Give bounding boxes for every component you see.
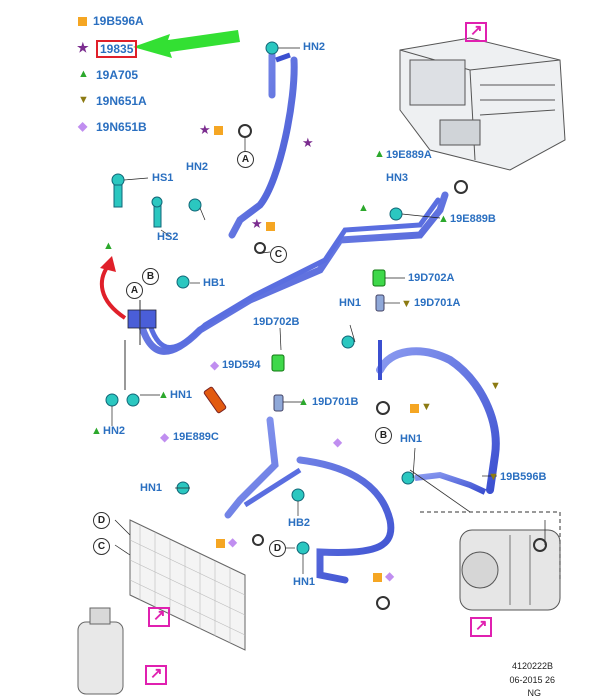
leader-lines [111,47,497,574]
triangle-up-icon [91,425,103,438]
legend-code: 19B596A [93,14,144,28]
label-hn2: HN2 [103,425,126,437]
label-19d702a: 19D702A [408,272,455,284]
manifold-block [124,300,157,390]
label-19d594: 19D594 [222,359,261,371]
triangle-up-icon [358,202,370,215]
external-link-icon[interactable] [148,606,170,627]
star-icon [251,216,264,232]
evaporator-housing [399,37,566,171]
ref-circle-c: C [270,246,287,263]
diamond-icon [385,569,397,583]
label-hn2: HN2 [186,161,209,173]
triangle-down-icon [401,298,413,311]
legend-item: 19B596A [78,12,144,30]
square-icon [216,539,225,548]
external-link-icon[interactable] [465,21,487,42]
legend-code: 19N651B [96,120,147,134]
footer-date: 06-2015 26 [509,675,555,685]
ref-circle-b: B [375,427,392,444]
legend-item: 19A705 [78,66,138,84]
star-icon [302,135,315,151]
green-pointer-arrow [133,30,240,58]
diamond-icon [210,358,222,372]
square-icon [214,126,223,135]
label-hn1: HN1 [140,482,163,494]
diamond-icon [160,430,172,444]
footer-code: 4120222B [511,661,553,671]
legend-code: 19N651A [96,94,147,108]
label-hs1: HS1 [152,172,174,184]
triangle-down-icon [78,94,90,107]
legend-item: 19N651A [78,92,147,110]
legend-item: 19835 [77,40,138,58]
compressor [409,469,561,611]
legend-code-highlighted: 19835 [96,40,138,58]
label-hn1: HN1 [293,576,316,588]
hose-to-compressor [414,471,487,495]
label-19d701a: 19D701A [414,297,461,309]
star-icon [77,40,90,56]
triangle-up-icon [298,396,310,409]
receiver-drier [77,607,124,695]
star-icon [199,122,212,138]
hose-top-left [228,51,298,239]
triangle-up-icon [103,240,115,253]
triangle-up-icon [374,148,386,161]
red-curved-arrow [99,264,127,320]
label-hn1: HN1 [170,389,193,401]
triangle-up-icon [438,213,450,226]
ref-circle-d: D [269,540,286,557]
legend-code: 19A705 [96,68,139,82]
diamond-icon [228,535,240,549]
triangle-up-icon [158,389,170,402]
square-icon [373,573,382,582]
label-hb1: HB1 [203,277,226,289]
diamond-icon [333,435,345,449]
condenser [129,519,246,651]
ref-circle-c: C [93,538,110,555]
square-icon [410,404,419,413]
diamond-icon [78,119,90,133]
label-19d702b: 19D702B [253,316,300,328]
footer-suffix: NG [527,688,542,698]
label-hn2: HN2 [303,41,326,53]
external-link-icon[interactable] [470,616,492,637]
ref-circle-a: A [237,151,254,168]
label-hs2: HS2 [157,231,179,243]
square-icon [78,16,87,26]
label-19e889c: 19E889C [173,431,219,443]
label-19e889b: 19E889B [450,213,496,225]
triangle-down-icon [488,471,500,484]
label-19e889a: 19E889A [386,149,432,161]
ref-circle-a: A [126,282,143,299]
hose-right-discharge [376,347,500,494]
triangle-down-icon [421,401,433,414]
square-icon [266,222,275,231]
triangle-down-icon [490,380,502,393]
legend-item: 19N651B [78,118,147,136]
label-hn1: HN1 [339,297,362,309]
external-link-icon[interactable] [145,664,167,685]
ref-circle-b: B [142,268,159,285]
triangle-up-icon [78,68,90,81]
label-hn3: HN3 [386,172,409,184]
fittings [105,41,547,610]
hose-lower-loop [224,416,395,584]
label-19b596b: 19B596B [500,471,547,483]
ref-circle-d: D [93,512,110,529]
label-hn1: HN1 [400,433,423,445]
label-hb2: HB2 [288,517,311,529]
label-19d701b: 19D701B [312,396,359,408]
